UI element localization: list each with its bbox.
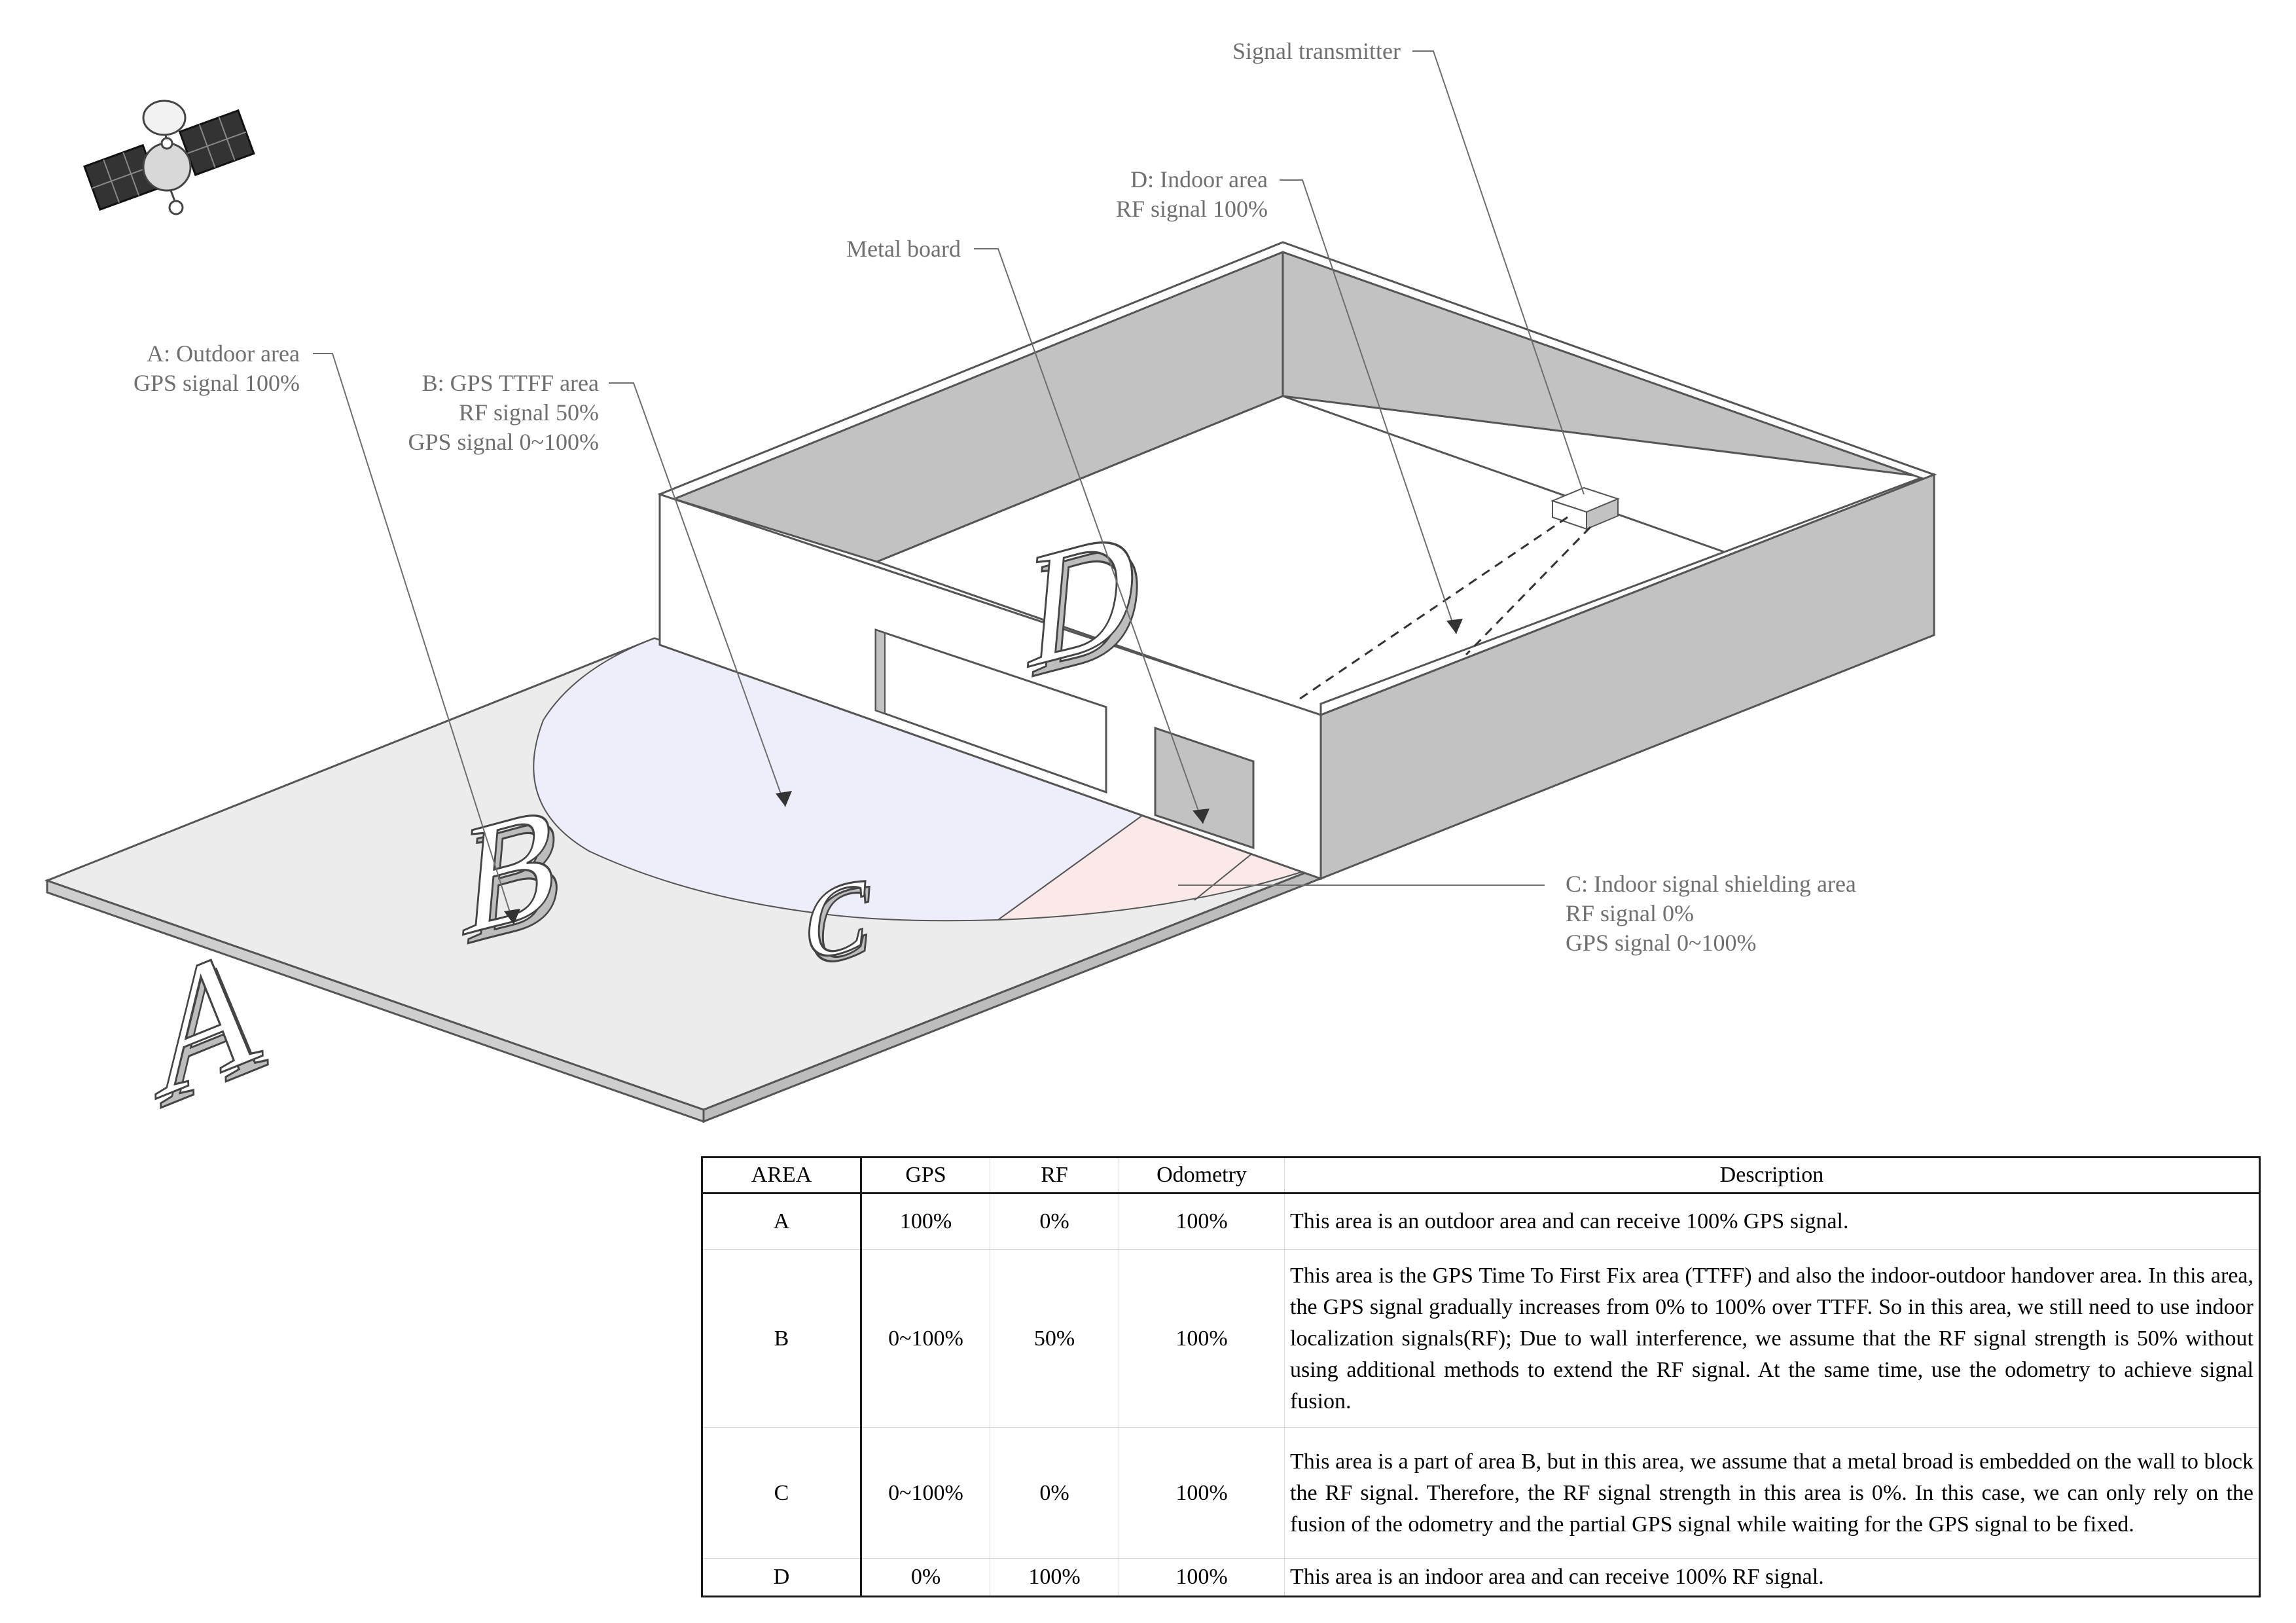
svg-text:D: D [1020,490,1146,704]
header-gps: GPS [861,1157,990,1194]
header-description: Description [1284,1157,2260,1194]
svg-text:D: D [1025,500,1151,714]
header-rf: RF [990,1157,1119,1194]
letter-a-3d: A A [148,899,272,1147]
cell-rf: 50% [990,1249,1119,1428]
leader-arrowheads [504,619,1463,924]
cell-gps: 0~100% [861,1427,990,1559]
table-row: B 0~100% 50% 100% This area is the GPS T… [702,1249,2260,1428]
table-header-row: AREA GPS RF Odometry Description [702,1157,2260,1194]
leader-lines [313,50,1585,925]
callout-metal-board: Metal board [846,236,961,262]
cell-odometry: 100% [1119,1427,1285,1559]
callout-b-gps: GPS signal 0~100% [408,429,600,455]
cell-area: B [702,1249,862,1428]
callout-b-rf: RF signal 50% [459,399,599,426]
cell-description: This area is an indoor area and can rece… [1284,1558,2260,1597]
cell-odometry: 100% [1119,1193,1285,1250]
callout-signal-transmitter: Signal transmitter [1232,38,1401,64]
cell-rf: 100% [990,1558,1119,1597]
cell-description: This area is an outdoor area and can rec… [1284,1193,2260,1250]
callout-c-gps: GPS signal 0~100% [1566,930,1757,956]
svg-text:C: C [805,859,878,991]
cell-description: This area is the GPS Time To First Fix a… [1284,1249,2260,1428]
cell-odometry: 100% [1119,1558,1285,1597]
cell-rf: 0% [990,1427,1119,1559]
cell-gps: 0~100% [861,1249,990,1428]
svg-text:B: B [456,768,568,971]
header-area: AREA [702,1157,862,1194]
table-row: A 100% 0% 100% This area is an outdoor a… [702,1193,2260,1250]
cell-gps: 100% [861,1193,990,1250]
callout-b-title: B: GPS TTFF area [422,370,599,396]
callout-a-title: A: Outdoor area [147,340,300,367]
cell-area: D [702,1558,862,1597]
cell-area: C [702,1427,862,1559]
signal-transmitter-box [1551,486,1620,530]
svg-text:A: A [154,909,270,1146]
area-signal-table: AREA GPS RF Odometry Description A 100% … [701,1156,2261,1597]
svg-text:A: A [149,900,265,1137]
letter-b-3d: B B [455,767,575,980]
building [657,241,1937,881]
cell-area: A [702,1193,862,1250]
letter-c-3d: C C [800,852,879,992]
callout-d-rf: RF signal 100% [1116,196,1268,222]
svg-text:C: C [800,853,874,985]
callout-a-gps: GPS signal 100% [134,370,300,396]
cell-gps: 0% [861,1558,990,1597]
svg-text:B: B [461,776,573,979]
satellite-icon [83,100,255,215]
letter-d-3d: D D [1019,489,1152,714]
cell-description: This area is a part of area B, but in th… [1284,1427,2260,1559]
cell-rf: 0% [990,1193,1119,1250]
header-odometry: Odometry [1119,1157,1285,1194]
callout-c-title: C: Indoor signal shielding area [1566,871,1856,897]
table-row: D 0% 100% 100% This area is an indoor ar… [702,1558,2260,1597]
cell-odometry: 100% [1119,1249,1285,1428]
table-row: C 0~100% 0% 100% This area is a part of … [702,1427,2260,1559]
area-b-zone [533,637,1154,922]
callout-d-title: D: Indoor area [1130,166,1268,192]
area-c-zone [996,807,1318,921]
callout-c-rf: RF signal 0% [1566,900,1694,926]
